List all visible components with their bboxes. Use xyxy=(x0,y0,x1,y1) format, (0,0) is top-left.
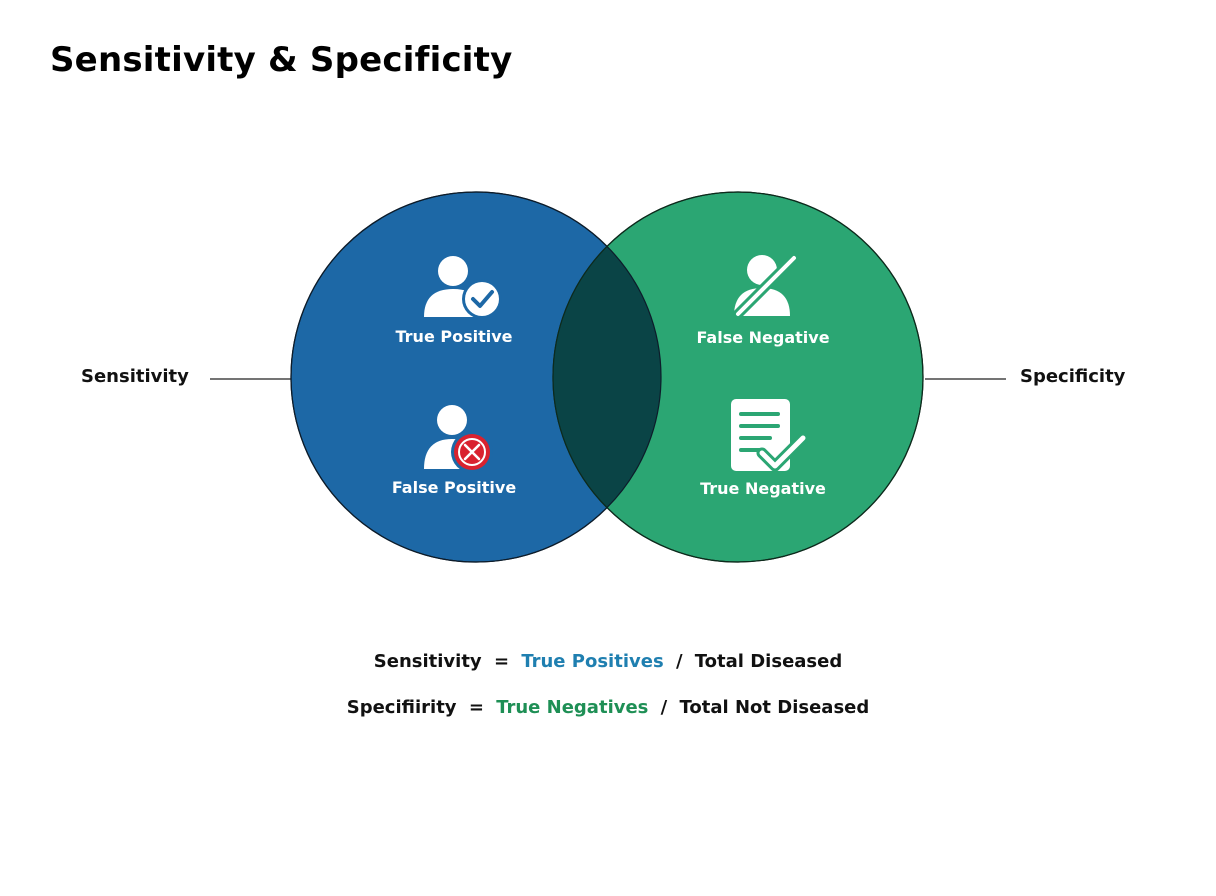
sensitivity-formula-denominator: Total Diseased xyxy=(694,651,843,672)
false-positive-label: False Positive xyxy=(391,478,517,497)
specificity-formula: Specifiirity = True Negatives / Total No… xyxy=(0,697,1216,718)
specificity-formula-slash: / xyxy=(660,697,668,718)
true-negative-label: True Negative xyxy=(700,479,826,498)
specificity-formula-denominator: Total Not Diseased xyxy=(679,697,870,718)
false-negative-label: False Negative xyxy=(696,328,830,347)
sensitivity-formula-slash: / xyxy=(675,651,683,672)
sensitivity-formula-equals: = xyxy=(493,651,510,672)
person-check-icon xyxy=(424,256,502,319)
page-title: Sensitivity & Specificity xyxy=(50,40,513,80)
sensitivity-formula-lhs: Sensitivity xyxy=(373,651,482,672)
true-positive-label: True Positive xyxy=(395,327,513,346)
person-slash-icon xyxy=(733,253,799,319)
specificity-formula-numerator: True Negatives xyxy=(496,697,649,718)
specificity-side-label: Specificity xyxy=(1020,366,1126,387)
sensitivity-formula-numerator: True Positives xyxy=(521,651,664,672)
document-check-icon xyxy=(731,399,809,472)
specificity-formula-lhs: Specifiirity xyxy=(346,697,457,718)
specificity-formula-equals: = xyxy=(468,697,484,718)
sensitivity-side-label: Sensitivity xyxy=(81,366,189,387)
person-cross-icon xyxy=(424,405,493,473)
sensitivity-formula: Sensitivity = True Positives / Total Dis… xyxy=(0,651,1216,672)
